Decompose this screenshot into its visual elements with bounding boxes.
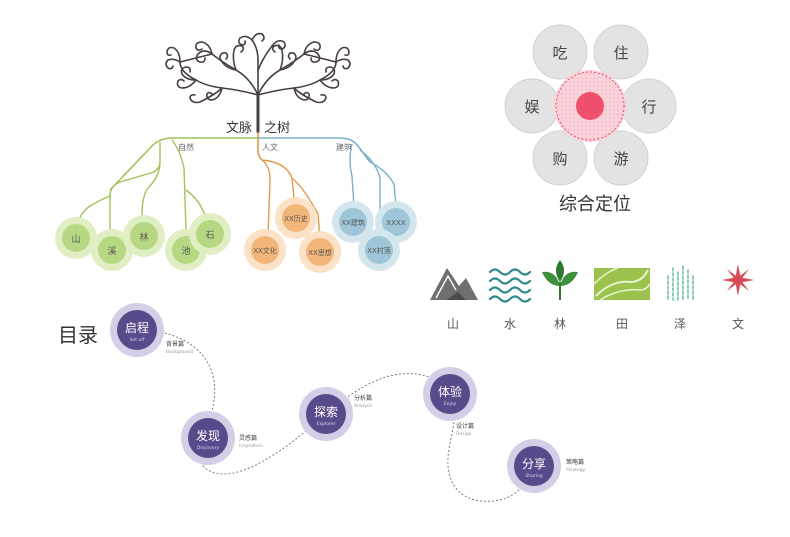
svg-text:住: 住 xyxy=(613,44,628,62)
mountain-icon xyxy=(430,268,478,300)
culture-icon xyxy=(722,264,754,296)
flower-petal: 吃 xyxy=(532,24,588,80)
water-icon xyxy=(488,268,532,303)
svg-text:探索: 探索 xyxy=(314,405,338,419)
element-label-mountain: 山 xyxy=(447,317,459,331)
tree-title-right: 之树 xyxy=(264,121,290,136)
svg-text:Set off: Set off xyxy=(130,337,146,343)
element-label-marsh: 泽 xyxy=(674,317,686,331)
svg-text:Sharing: Sharing xyxy=(525,473,542,479)
toc-path-line xyxy=(136,329,535,502)
branch-label-architecture: 建筑 xyxy=(336,142,352,152)
flower-petal: 游 xyxy=(593,130,649,186)
toc-stage-enjoy[interactable]: 体验 Enjoy xyxy=(423,367,477,421)
svg-text:Enjoy: Enjoy xyxy=(444,401,457,407)
element-label-field: 田 xyxy=(616,317,628,331)
svg-text:行: 行 xyxy=(641,98,656,116)
flower-petal: 娱 xyxy=(504,78,560,134)
architecture-branches xyxy=(349,143,397,236)
flower-petal: 行 xyxy=(621,78,677,134)
flower-center xyxy=(554,70,626,142)
svg-text:溪: 溪 xyxy=(107,245,116,257)
leaf-node: XX历史 xyxy=(275,197,317,239)
svg-text:池: 池 xyxy=(181,245,190,257)
svg-text:XX历史: XX历史 xyxy=(284,214,308,223)
svg-text:Discovery: Discovery xyxy=(197,445,220,451)
tree-connector-orange xyxy=(257,132,263,161)
flower-caption: 综合定位 xyxy=(559,194,631,215)
svg-text:XX建筑: XX建筑 xyxy=(341,218,365,227)
svg-text:XX思想: XX思想 xyxy=(308,248,332,257)
toc-tag: 分析篇 xyxy=(354,394,372,402)
marsh-icon xyxy=(667,265,694,301)
flower-petal: 购 xyxy=(532,130,588,186)
svg-text:山: 山 xyxy=(71,234,80,245)
toc-stage-sharing[interactable]: 分享 Sharing xyxy=(507,439,561,493)
field-icon xyxy=(593,267,651,301)
nature-branches xyxy=(75,139,207,236)
culture-tree: 文脉 之树 自然 人文 建筑 xyxy=(55,32,417,273)
toc-stage-explorer[interactable]: 探索 Explorer xyxy=(299,387,353,441)
toc-tag-en: Inspiration xyxy=(239,443,263,449)
toc-tag-en: Strategy xyxy=(566,467,586,473)
svg-text:Explorer: Explorer xyxy=(317,421,336,427)
toc-tag-en: Background xyxy=(166,349,193,355)
toc-stage-setoff[interactable]: 启程 Set off xyxy=(110,303,164,357)
toc-title: 目录 xyxy=(58,323,98,347)
leaf-node: 山 xyxy=(55,217,97,259)
leaf-node: XX文化 xyxy=(244,229,286,271)
plant-icon xyxy=(542,260,578,300)
svg-text:体验: 体验 xyxy=(438,384,462,399)
toc-tag-en: Design xyxy=(456,431,472,437)
svg-text:发现: 发现 xyxy=(196,428,220,443)
svg-text:XXXX: XXXX xyxy=(386,219,405,227)
leaf-node: XX村落 xyxy=(358,229,400,271)
toc-tag: 灵感篇 xyxy=(239,434,257,442)
svg-text:游: 游 xyxy=(613,150,628,168)
element-icons-row: 山 水 林 田 泽 xyxy=(430,260,754,331)
tree-title-left: 文脉 xyxy=(226,121,252,136)
toc-tag: 背景篇 xyxy=(166,340,184,348)
svg-text:购: 购 xyxy=(552,150,567,168)
svg-text:XX村落: XX村落 xyxy=(367,246,391,255)
tree-connector-green xyxy=(109,137,258,191)
svg-text:XX文化: XX文化 xyxy=(253,246,277,255)
leaf-node: 林 xyxy=(123,215,165,257)
tree-connector-blue xyxy=(258,137,371,163)
svg-text:分享: 分享 xyxy=(522,456,546,471)
leaf-node: 溪 xyxy=(91,229,133,271)
svg-text:林: 林 xyxy=(139,231,148,243)
toc-tag-en: Analysis xyxy=(354,403,373,409)
svg-text:吃: 吃 xyxy=(552,44,567,62)
toc-tag: 设计篇 xyxy=(456,422,474,430)
branch-label-culture: 人文 xyxy=(262,142,278,152)
element-label-water: 水 xyxy=(504,317,516,331)
leaf-node: XX思想 xyxy=(299,231,341,273)
element-label-forest: 林 xyxy=(554,317,566,331)
tree-crown-icon xyxy=(165,32,351,134)
toc-stage-discovery[interactable]: 发现 Discovery xyxy=(181,411,235,465)
positioning-flower: 吃 住 行 游 购 娱 综合定位 xyxy=(504,24,677,215)
flower-petal: 住 xyxy=(593,24,649,80)
toc-tag: 策略篇 xyxy=(566,458,584,466)
svg-text:石: 石 xyxy=(205,231,214,241)
svg-text:娱: 娱 xyxy=(524,98,539,116)
element-label-culture: 文 xyxy=(732,316,744,331)
branch-label-nature: 自然 xyxy=(178,142,194,152)
svg-text:启程: 启程 xyxy=(125,320,149,335)
culture-branches xyxy=(261,159,321,241)
leaf-node: 石 xyxy=(189,213,231,255)
leaf-node: XX建筑 xyxy=(332,201,374,243)
toc-section: 目录 启程 Set off 背景篇 Background 发现 Discover… xyxy=(58,303,586,502)
